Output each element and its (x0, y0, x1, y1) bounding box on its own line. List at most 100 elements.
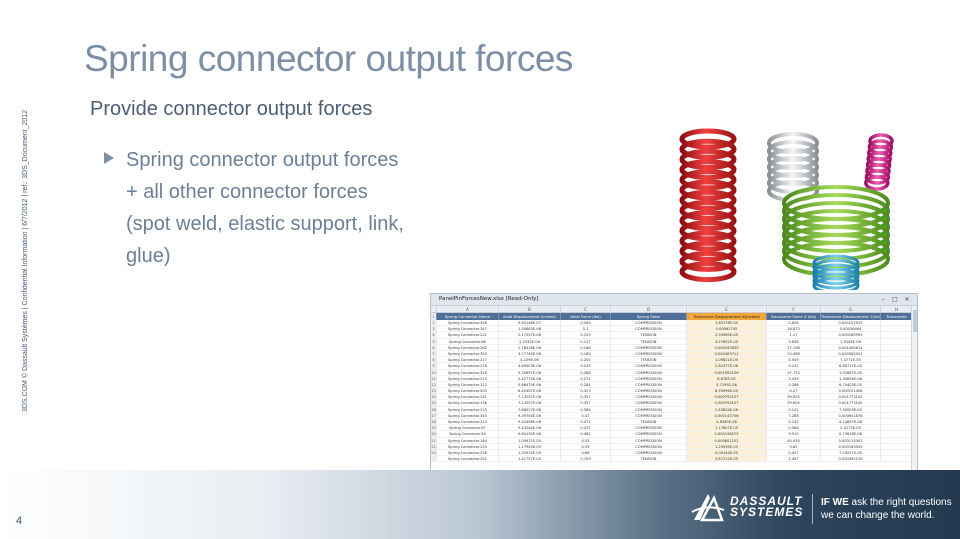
row-number[interactable]: 1 (431, 313, 437, 320)
table-cell[interactable]: 0.000543959 (687, 344, 767, 351)
table-cell[interactable]: 1.92867E-05 (821, 369, 881, 376)
table-cell[interactable]: 0.000180905 (821, 332, 881, 339)
table-cell[interactable]: Spring Connector.67 (437, 425, 499, 432)
row-number[interactable]: 19 (431, 425, 437, 432)
table-cell[interactable]: 0.141 (767, 363, 821, 370)
table-cell[interactable]: 0.000801102 (687, 437, 767, 444)
table-cell[interactable]: 0.00144E-05 (687, 449, 767, 457)
table-cell[interactable]: COMPRESSION (611, 344, 687, 351)
column-letter[interactable]: B (499, 306, 561, 312)
table-cell[interactable]: 2.43824E-06 (687, 406, 767, 413)
table-cell[interactable]: COMPRESSION (611, 381, 687, 389)
table-cell[interactable]: 6.45407E-06 (499, 388, 561, 395)
row-number[interactable]: 23 (431, 449, 437, 457)
table-cell[interactable]: COMPRESSION (611, 425, 687, 432)
table-cell[interactable]: 7.13207E-06 (499, 400, 561, 407)
row-number[interactable]: 12 (431, 381, 437, 389)
table-cell[interactable]: 7.03927E-05 (821, 449, 881, 457)
row-number[interactable]: 6 (431, 344, 437, 351)
table-cell[interactable]: 5.35697E-06 (499, 369, 561, 376)
table-cell[interactable]: COMPRESSION (611, 326, 687, 333)
table-cell[interactable]: 6.68717E-05 (821, 363, 881, 370)
column-header[interactable]: Spring Connector Name (437, 313, 499, 320)
table-cell[interactable]: TENSION (611, 419, 687, 426)
table-cell[interactable]: 7.39503E-05 (821, 406, 881, 413)
column-header[interactable]: Spring State (611, 313, 687, 320)
table-cell[interactable]: Spring Connector.343 (437, 412, 499, 419)
table-cell[interactable]: Spring Connector.136 (437, 400, 499, 407)
table-cell[interactable]: 97.755 (767, 369, 821, 376)
table-cell[interactable]: 2.76416E-06 (499, 344, 561, 351)
table-cell[interactable]: 2.82377E-06 (687, 363, 767, 370)
row-number[interactable]: 10 (431, 369, 437, 376)
table-cell[interactable]: 0.268 (561, 369, 611, 376)
table-cell[interactable]: TENSION (611, 332, 687, 339)
table-cell[interactable]: COMPRESSION (611, 449, 687, 457)
table-cell[interactable]: Spring Connector.164 (437, 437, 499, 444)
table-cell[interactable]: 3.77744E-06 (499, 350, 561, 358)
row-number[interactable]: 5 (431, 338, 437, 345)
table-cell[interactable]: 1.17 (767, 332, 821, 339)
table-cell[interactable]: 0.000198275 (687, 431, 767, 438)
table-cell[interactable]: 20.486 (767, 350, 821, 358)
table-cell[interactable]: COMPRESSION (611, 431, 687, 438)
table-cell[interactable]: TENSION (611, 357, 687, 364)
row-number[interactable]: 18 (431, 419, 437, 426)
table-cell[interactable]: 0.000793107 (687, 394, 767, 401)
table-cell[interactable]: COMPRESSION (611, 375, 687, 382)
table-cell[interactable]: 0.55 (561, 437, 611, 444)
table-cell[interactable]: 1.65178E-05 (687, 320, 767, 327)
table-cell[interactable]: Spring Connector.214 (437, 375, 499, 382)
table-cell[interactable]: 0.000562001 (821, 350, 881, 358)
table-cell[interactable]: Spring Connector.350 (437, 350, 499, 358)
table-cell[interactable]: 7.13207E-06 (499, 394, 561, 401)
table-cell[interactable]: 0.242 (767, 419, 821, 426)
table-cell[interactable]: TENSION (611, 338, 687, 345)
table-cell[interactable]: 40.055 (767, 437, 821, 444)
table-cell[interactable]: 3.638 (767, 338, 821, 345)
table-cell[interactable]: 0.349 (561, 320, 611, 327)
table-cell[interactable]: 9.65148E-07 (499, 320, 561, 327)
table-cell[interactable]: Spring Connector.215 (437, 406, 499, 413)
table-cell[interactable]: 39.655 (767, 394, 821, 401)
table-cell[interactable]: 0.471 (561, 419, 611, 426)
row-number[interactable]: 7 (431, 350, 437, 358)
table-cell[interactable]: 0.588 (767, 425, 821, 432)
table-cell[interactable]: 1.09821E-05 (687, 357, 767, 364)
table-cell[interactable]: Spring Connector.44 (437, 431, 499, 438)
row-number[interactable]: 21 (431, 437, 437, 444)
table-cell[interactable]: Spring Connector.212 (437, 381, 499, 389)
row-number[interactable]: 8 (431, 357, 437, 364)
table-cell[interactable]: 1.41757E-05 (499, 456, 561, 463)
table-cell[interactable]: 0.000793107 (687, 400, 767, 407)
row-number[interactable]: 9 (431, 363, 437, 370)
table-cell[interactable]: 5.71992-06 (687, 381, 767, 389)
column-header[interactable]: Transverse Force X (lbs) (767, 313, 821, 320)
table-cell[interactable]: Spring Connector.241 (437, 394, 499, 401)
row-number[interactable]: 13 (431, 388, 437, 395)
table-cell[interactable]: 9.42498E-06 (499, 419, 561, 426)
table-cell[interactable]: 1.29939E-05 (687, 443, 767, 450)
table-cell[interactable]: 7.68527E-06 (499, 406, 561, 413)
row-number[interactable]: 16 (431, 406, 437, 413)
row-number[interactable]: 14 (431, 394, 437, 401)
table-cell[interactable]: 1.467 (767, 456, 821, 463)
table-cell[interactable]: 0.000492139 (821, 456, 881, 463)
table-cell[interactable]: Spring Connector.66 (437, 338, 499, 345)
table-cell[interactable]: 0.000151408 (821, 388, 881, 395)
table-cell[interactable]: 3.27652E-05 (687, 338, 767, 345)
table-cell[interactable]: 0.357 (561, 394, 611, 401)
table-cell[interactable]: 3.439 (767, 375, 821, 382)
table-cell[interactable]: 0.357 (561, 400, 611, 407)
column-letter[interactable]: C (561, 306, 611, 312)
table-cell[interactable]: 0.271 (561, 375, 611, 382)
